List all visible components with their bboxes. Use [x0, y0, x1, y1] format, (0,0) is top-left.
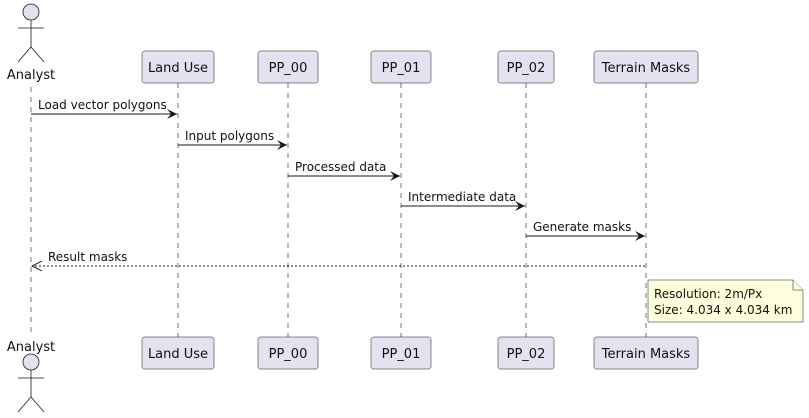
- participant-label-bottom-pp-01: PP_01: [382, 347, 421, 362]
- note-line-2: Size: 4.034 x 4.034 km: [654, 303, 792, 317]
- participant-box-bottom-pp-01: [370, 336, 432, 370]
- participant-label-top-pp-00: PP_00: [269, 61, 308, 76]
- participant-box-bottom-pp-02: [497, 336, 555, 370]
- message-label-4: Intermediate data: [408, 190, 516, 204]
- note-box: [647, 279, 804, 323]
- participant-box-top-pp-02: [497, 50, 555, 84]
- actor-top-leg-right: [30, 46, 45, 63]
- note-fold: [792, 280, 803, 291]
- participant-label-top-terrain-masks: Terrain Masks: [601, 61, 691, 76]
- participant-label-bottom-analyst: Analyst: [7, 340, 55, 355]
- actor-bottom-head: [22, 353, 40, 371]
- actor-top-leg-left: [17, 46, 32, 63]
- participant-label-bottom-pp-02: PP_02: [507, 347, 546, 362]
- note-line-1: Resolution: 2m/Px: [654, 287, 762, 301]
- message-label-6: Result masks: [48, 250, 127, 264]
- participant-label-top-land-use: Land Use: [148, 61, 208, 76]
- participant-box-bottom-terrain-masks: [593, 336, 699, 370]
- participant-label-top-pp-01: PP_01: [382, 61, 421, 76]
- message-label-2: Input polygons: [185, 129, 274, 143]
- actor-bottom-leg-left: [17, 396, 32, 413]
- message-label-5: Generate masks: [533, 220, 631, 234]
- participant-label-bottom-pp-00: PP_00: [269, 347, 308, 362]
- participant-box-top-terrain-masks: [593, 50, 699, 84]
- actor-bottom-leg-right: [30, 396, 45, 413]
- message-label-3: Processed data: [295, 160, 386, 174]
- participant-box-bottom-pp-00: [257, 336, 319, 370]
- participant-label-bottom-terrain-masks: Terrain Masks: [601, 347, 691, 362]
- message-label-1: Load vector polygons: [38, 98, 167, 112]
- participant-label-bottom-land-use: Land Use: [148, 347, 208, 362]
- participant-box-bottom-land-use: [141, 336, 215, 370]
- participant-box-top-pp-00: [257, 50, 319, 84]
- participant-label-top-analyst: Analyst: [7, 68, 55, 83]
- participant-box-top-land-use: [141, 50, 215, 84]
- actor-top-head: [22, 3, 40, 21]
- participant-box-top-pp-01: [370, 50, 432, 84]
- participant-label-top-pp-02: PP_02: [507, 61, 546, 76]
